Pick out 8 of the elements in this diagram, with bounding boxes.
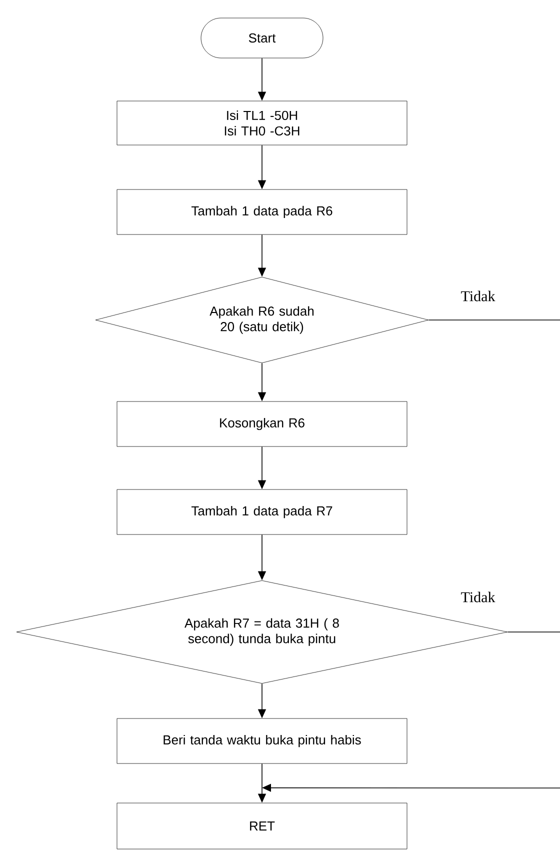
process-box: Tambah 1 data pada R6	[116, 189, 408, 235]
process-box: Tambah 1 data pada R7	[116, 489, 408, 535]
process-box: RET	[116, 802, 408, 850]
process-box: Isi TL1 -50H Isi TH0 -C3H	[116, 100, 408, 146]
process-box: Beri tanda waktu buka pintu habis	[116, 718, 408, 764]
process-box: Kosongkan R6	[116, 401, 408, 447]
edge-label: Tidak	[460, 590, 496, 604]
edge-label: Tidak	[460, 290, 496, 302]
